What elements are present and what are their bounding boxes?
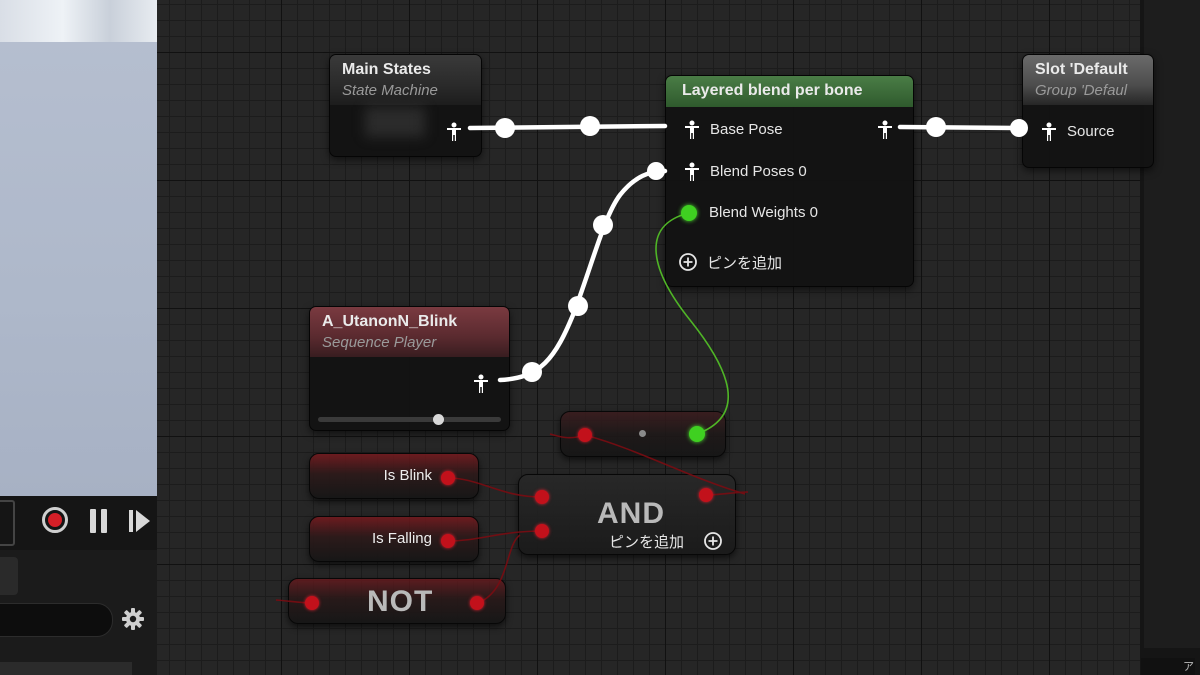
node-title: Slot 'Default bbox=[1035, 61, 1128, 78]
node-sequence-player[interactable]: A_UtanonN_Blink Sequence Player bbox=[309, 306, 510, 431]
bool-pin-and-out[interactable] bbox=[699, 488, 713, 502]
play-icon bbox=[129, 510, 150, 532]
right-panel-tag: ア bbox=[1141, 658, 1195, 675]
slider-handle[interactable] bbox=[433, 414, 445, 425]
play-position-slider[interactable] bbox=[318, 414, 501, 425]
add-pin-icon[interactable] bbox=[678, 252, 698, 272]
record-button[interactable] bbox=[42, 507, 68, 533]
node-main-states[interactable]: Main States State Machine bbox=[329, 54, 482, 157]
operator-label: AND bbox=[597, 497, 665, 530]
bool-pin-is-falling[interactable] bbox=[441, 534, 455, 548]
pose-icon[interactable] bbox=[1040, 122, 1058, 142]
pin-blend-weights: Blend Weights 0 bbox=[709, 204, 818, 221]
record-icon bbox=[48, 513, 62, 527]
settings-button[interactable] bbox=[121, 607, 145, 631]
add-pin-icon[interactable] bbox=[703, 531, 723, 551]
and-add-pin-button[interactable]: ピンを追加 bbox=[609, 534, 685, 551]
pose-icon[interactable] bbox=[472, 374, 490, 394]
node-title: A_UtanonN_Blink bbox=[322, 313, 458, 330]
bool-pin-is-blink[interactable] bbox=[441, 471, 455, 485]
bool-pin-and-a[interactable] bbox=[535, 490, 549, 504]
node-header: Layered blend per bone bbox=[666, 76, 913, 107]
bool-pin-not-out[interactable] bbox=[470, 596, 484, 610]
viewport-preview[interactable] bbox=[0, 0, 157, 496]
variable-label: Is Falling bbox=[371, 530, 432, 547]
pause-icon-bar bbox=[101, 509, 107, 533]
add-pin-button[interactable]: ピンを追加 bbox=[707, 255, 783, 272]
node-title: Main States bbox=[342, 61, 431, 78]
pause-button[interactable] bbox=[90, 509, 108, 533]
pose-icon[interactable] bbox=[445, 122, 463, 142]
variable-label: Is Blink bbox=[383, 467, 432, 484]
reroute-center-dot bbox=[639, 430, 646, 437]
pin-source: Source bbox=[1067, 123, 1115, 140]
anim-graph-canvas[interactable] bbox=[157, 0, 1140, 675]
search-input[interactable] bbox=[0, 603, 113, 637]
operator-label: NOT bbox=[367, 585, 434, 618]
pose-icon[interactable] bbox=[683, 120, 701, 140]
viewport-frame-box bbox=[0, 500, 15, 546]
pause-icon bbox=[90, 509, 96, 533]
node-title: Layered blend per bone bbox=[682, 82, 863, 99]
panel-tab[interactable] bbox=[0, 557, 18, 595]
node-subtitle: State Machine bbox=[342, 82, 438, 99]
node-subtitle: Group 'Defaul bbox=[1035, 82, 1128, 99]
float-pin-select-out[interactable] bbox=[689, 426, 705, 442]
viewport-sky bbox=[0, 0, 157, 42]
node-header: A_UtanonN_Blink Sequence Player bbox=[310, 307, 509, 357]
node-layered-blend-per-bone[interactable]: Layered blend per bone bbox=[665, 75, 914, 287]
node-header: Main States State Machine bbox=[330, 55, 481, 105]
pose-icon[interactable] bbox=[683, 162, 701, 182]
state-machine-preview bbox=[365, 107, 425, 137]
pose-icon[interactable] bbox=[876, 120, 894, 140]
pin-base-pose: Base Pose bbox=[710, 121, 783, 138]
bool-pin-select-condition[interactable] bbox=[578, 428, 592, 442]
node-subtitle: Sequence Player bbox=[322, 334, 437, 351]
bool-pin-not-in[interactable] bbox=[305, 596, 319, 610]
left-bottom-strip bbox=[0, 662, 132, 675]
gear-icon bbox=[122, 608, 144, 630]
node-header: Slot 'Default Group 'Defaul bbox=[1023, 55, 1153, 105]
float-pin-dot[interactable] bbox=[681, 205, 697, 221]
bool-pin-and-b[interactable] bbox=[535, 524, 549, 538]
pin-blend-poses: Blend Poses 0 bbox=[710, 163, 807, 180]
play-button[interactable] bbox=[128, 509, 152, 533]
node-slot[interactable]: Slot 'Default Group 'Defaul bbox=[1022, 54, 1154, 168]
